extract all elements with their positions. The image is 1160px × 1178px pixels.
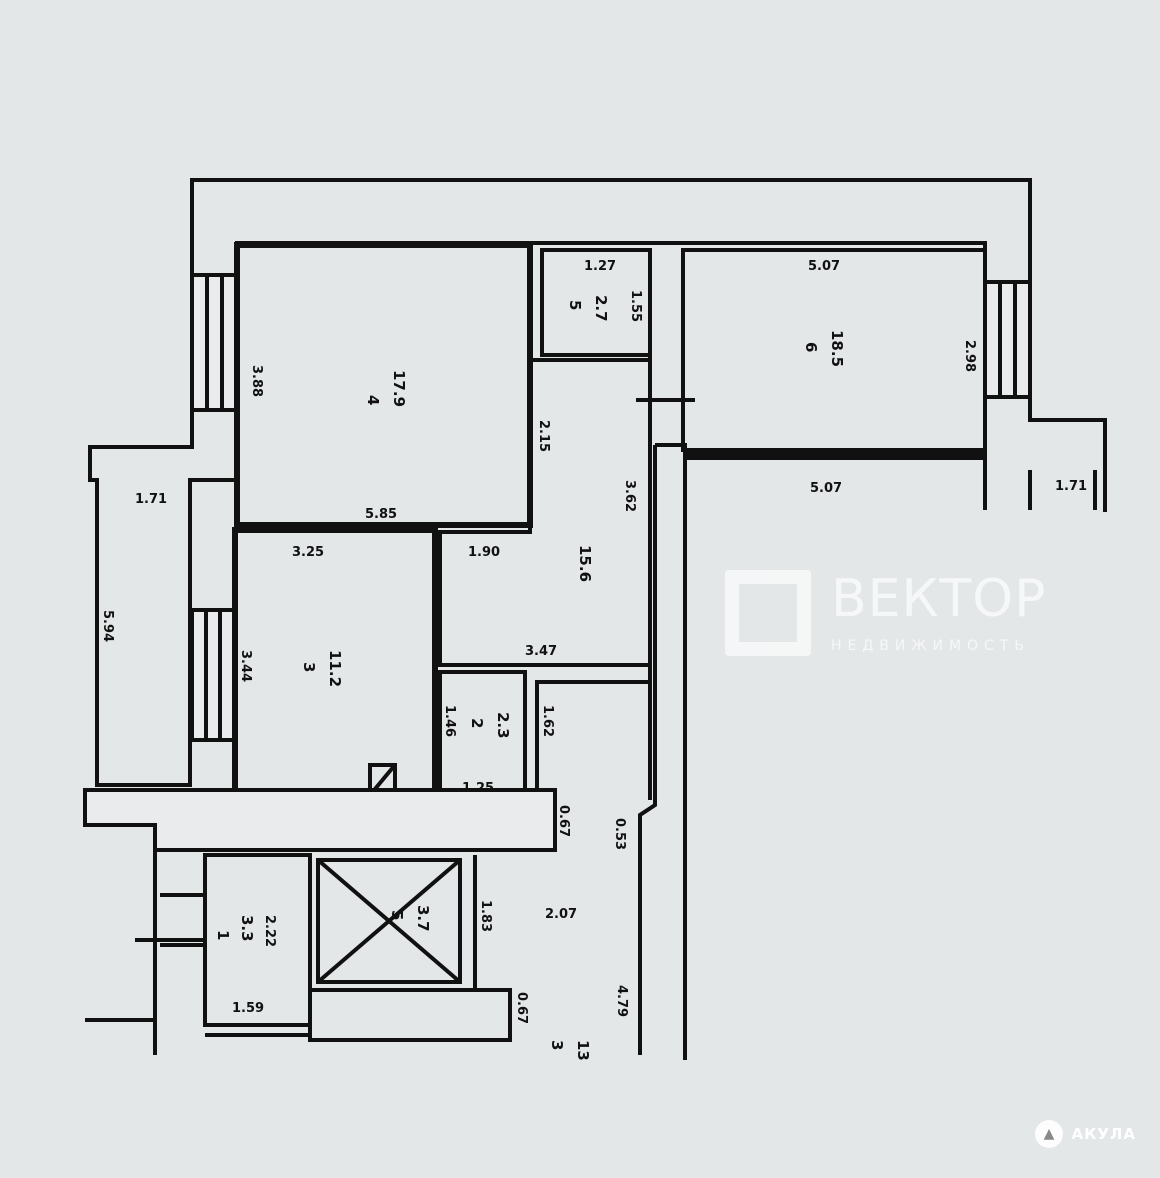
room-area: 18.5 [828,330,846,367]
shark-icon: ▲ [1035,1120,1064,1148]
dimension: 2.98 [962,340,977,372]
watermark-logo-icon [725,570,811,656]
dimension: 1.27 [584,259,616,274]
dimension: 0.67 [514,992,529,1024]
dimension: 3.47 [525,644,557,659]
dimension: 1.25 [462,781,494,796]
dimension: 2.07 [545,907,577,922]
brand-badge: ▲ АКУЛА [1035,1120,1136,1148]
watermark: ВЕКТОР НЕДВИЖИМОСТЬ [725,570,1047,656]
room-area: 3.3 [238,915,256,942]
room-area: 2.7 [592,295,610,322]
room-area: 3.7 [414,905,432,932]
room-area: 2.3 [494,712,512,739]
room-number: 6 [802,342,820,352]
dimension: 2.15 [536,420,551,452]
room-number: 4 [364,395,382,405]
room-6-wall [683,448,985,460]
dimension: 5.07 [808,259,840,274]
dimension: 1.59 [232,1001,264,1016]
dimension: 1.46 [442,705,457,737]
dimension: 5.94 [100,610,115,642]
dimension: 3.25 [292,545,324,560]
dimension: 3.62 [622,480,637,512]
room-number: 1 [214,930,232,940]
room-area: 11.2 [326,650,344,687]
stair-wall [85,850,205,1055]
watermark-subtitle: НЕДВИЖИМОСТЬ [831,638,1030,654]
dimension: 5.07 [810,481,842,496]
hall-wall [308,988,512,1042]
watermark-title: ВЕКТОР [831,569,1047,629]
elevator [316,858,462,984]
dimension: 5.85 [365,507,397,522]
dimension: 1.71 [1055,479,1087,494]
window-right [983,280,1032,399]
room-number: 3 [548,1040,566,1050]
room-number: 5 [566,300,584,310]
dimension: 1.90 [468,545,500,560]
dimension: 1.71 [135,492,167,507]
stair-room [203,853,312,1027]
window-left-bottom [190,608,237,742]
dimension: 4.79 [614,985,629,1017]
room-number: 5 [388,910,406,920]
dimension: 0.67 [556,805,571,837]
right-balcony [1028,470,1097,510]
dimension: 1.83 [478,900,493,932]
dimension: 0.53 [612,818,627,850]
dimension: 3.88 [249,365,264,397]
dimension: 3.44 [238,650,253,682]
dimension: 1.62 [540,705,555,737]
hall-wall-right [638,443,687,1060]
dimension: 2.22 [262,915,277,947]
dimension: 1.55 [628,290,643,322]
room-number: 3 [300,662,318,672]
room-number: 2 [468,718,486,728]
room-area: 15.6 [576,545,594,582]
toilet [535,680,650,800]
brand-name: АКУЛА [1071,1125,1136,1143]
room-area: 13 [574,1040,592,1061]
balcony-left [88,410,237,787]
room-area: 17.9 [390,370,408,407]
